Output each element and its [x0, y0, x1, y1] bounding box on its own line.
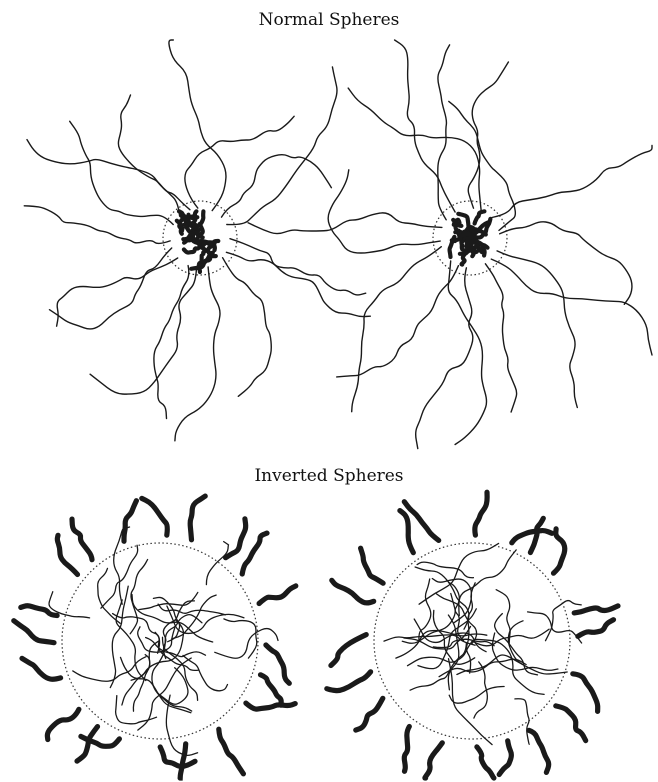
corona-chain [448, 261, 486, 445]
normal-micelle-left [24, 40, 370, 441]
corona-block [573, 674, 598, 712]
corona-chain [468, 62, 508, 208]
corona-chain [416, 268, 473, 449]
corona-block [261, 675, 282, 705]
corona-chain [222, 155, 332, 217]
corona-block [475, 492, 487, 535]
corona-block [226, 519, 246, 558]
corona-chain [485, 264, 516, 412]
core-chain [515, 699, 529, 745]
core-chain [496, 590, 510, 644]
corona-chain [248, 213, 442, 234]
corona-block [124, 501, 136, 542]
corona-chain [438, 45, 450, 220]
corona-block [180, 744, 186, 778]
corona-block [556, 706, 586, 741]
corona-block [530, 518, 543, 552]
corona-block [404, 727, 409, 772]
corona-chain [50, 248, 172, 329]
corona-block [512, 531, 552, 543]
corona-block [499, 741, 511, 775]
corona-block [242, 533, 267, 574]
corona-block [47, 709, 79, 739]
core-chain [167, 606, 244, 633]
corona-block [57, 535, 77, 574]
corona-block [331, 635, 366, 666]
core-chain [448, 615, 458, 690]
corona-chain [497, 251, 577, 408]
core-block [454, 220, 462, 226]
corona-chain [223, 258, 272, 397]
inverted-micelle-right [327, 492, 618, 778]
corona-block [361, 548, 384, 583]
core-chain [215, 629, 278, 659]
corona-chain [328, 170, 440, 253]
core-chain [224, 619, 257, 658]
corona-block [259, 586, 296, 604]
corona-chain [500, 222, 632, 304]
corona-block [22, 658, 61, 679]
core-block [462, 253, 467, 265]
core-chain [122, 641, 159, 705]
corona-chain [169, 40, 226, 211]
corona-chain [227, 67, 337, 225]
core-chain [467, 583, 476, 673]
corona-block [425, 743, 442, 778]
core-chain [146, 638, 206, 657]
corona-chain [352, 247, 442, 412]
corona-block [266, 645, 289, 683]
corona-chain [27, 140, 180, 216]
corona-block [574, 606, 618, 613]
corona-chain [348, 88, 481, 210]
corona-block [142, 498, 167, 535]
corona-block [190, 496, 205, 540]
corona-block [477, 747, 494, 778]
corona-block [327, 672, 371, 691]
normal-spheres-panel [24, 40, 652, 449]
inverted-spheres-panel [14, 492, 618, 778]
core-chain [113, 614, 160, 654]
corona-chain [118, 95, 190, 210]
corona-block [529, 730, 549, 772]
corona-block [400, 511, 413, 553]
core-chain [152, 668, 188, 705]
corona-chain [24, 206, 170, 244]
corona-chain [230, 239, 366, 295]
corona-block [356, 698, 383, 730]
corona-block [219, 729, 244, 774]
core-block [184, 246, 200, 253]
core-chain [419, 579, 431, 642]
corona-block [246, 703, 295, 709]
core-chain [138, 658, 191, 730]
core-chain [163, 615, 202, 653]
core-chain [528, 612, 582, 643]
normal-micelle-right [248, 40, 652, 449]
core-chain [116, 600, 146, 681]
corona-chain [226, 252, 370, 316]
corona-block [160, 747, 195, 766]
corona-block [332, 580, 374, 603]
corona-block [554, 529, 565, 573]
inverted-micelle-left [14, 496, 296, 778]
corona-block [578, 620, 614, 637]
core-chain [116, 696, 157, 724]
corona-block [72, 519, 92, 560]
core-chain [402, 594, 455, 644]
corona-chain [185, 116, 294, 208]
corona-chain [175, 267, 220, 441]
core-chain [449, 686, 504, 703]
corona-chain [154, 266, 189, 419]
core-block [475, 211, 485, 223]
corona-block [14, 621, 54, 643]
corona-chain [70, 121, 174, 224]
corona-block [21, 606, 57, 616]
core-chain [163, 637, 198, 700]
corona-chain [57, 258, 178, 326]
core-chain [508, 621, 567, 674]
core-chain [206, 542, 228, 585]
corona-chain [492, 146, 652, 218]
